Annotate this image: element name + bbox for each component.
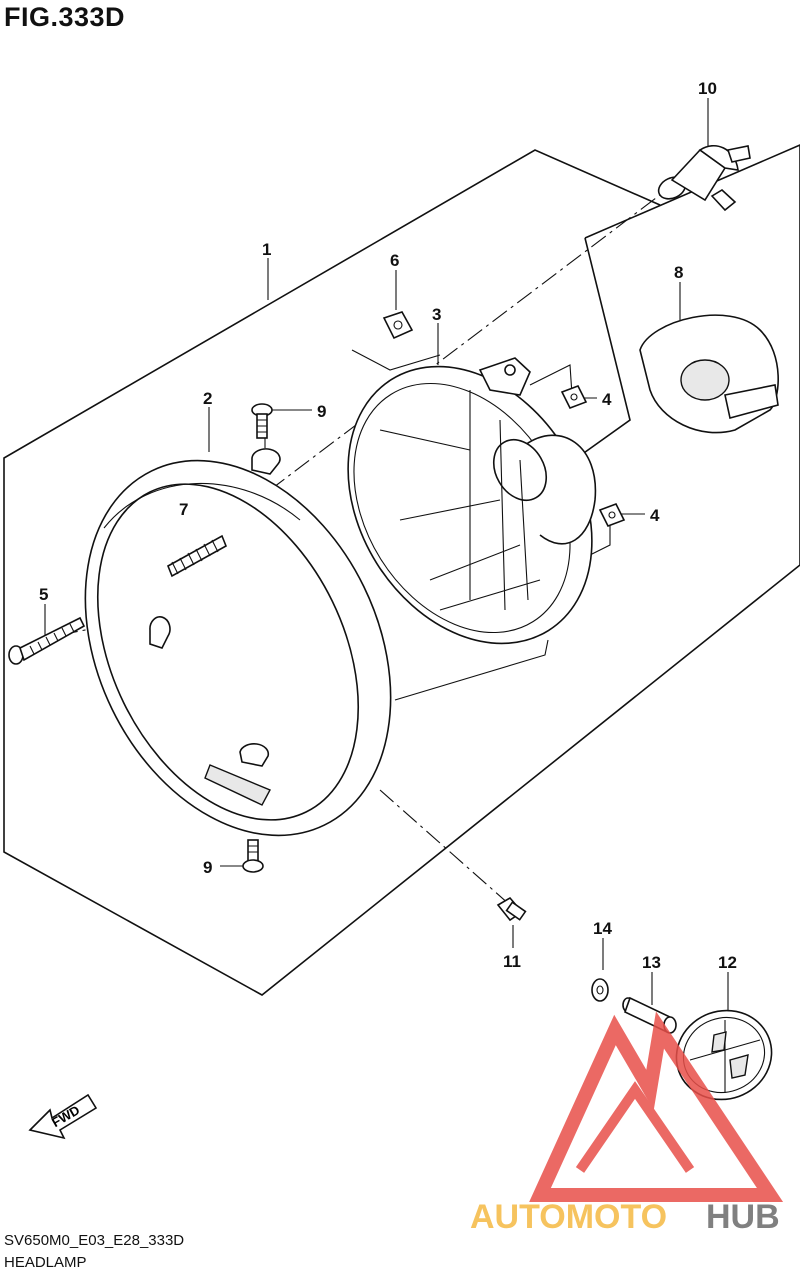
screw-upper [251,403,273,439]
figure-code: SV650M0_E03_E28_333D [4,1232,185,1249]
nut-right-lower [598,502,626,528]
callout-9-upper: 9 [317,402,326,421]
callout-5: 5 [39,585,48,604]
headlamp-rim [84,448,392,837]
figure-title: FIG.333D [4,2,126,32]
bracket-line-4a [529,364,573,396]
adjuster-bolt [496,896,527,922]
bracket-line-4b [589,525,611,556]
callout-13: 13 [642,953,661,972]
callout-7: 7 [179,500,188,519]
callout-11: 11 [503,952,521,971]
adjusting-screw-long [8,616,86,665]
callout-4-upper: 4 [602,390,612,409]
headlamp-bulb [657,145,751,212]
axis-line-bulb [269,194,661,491]
callout-3: 3 [432,305,441,324]
callout-2: 2 [203,389,212,408]
callout-8: 8 [674,263,683,282]
nut-top [382,311,414,340]
callout-14: 14 [593,919,612,938]
callout-9-lower: 9 [203,858,212,877]
pin [622,996,677,1034]
callout-12: 12 [718,953,737,972]
callout-10: 10 [698,79,717,98]
assembly-boundary [3,144,800,996]
axis-line-screw [59,614,161,636]
watermark-text-b: HUB [706,1198,780,1236]
nut-right-upper [560,384,588,410]
figure-name: HEADLAMP [4,1254,87,1271]
callout-4-lower: 4 [650,506,660,525]
axis-line-adjuster [379,789,511,906]
spring [166,534,228,578]
reflector [675,1009,773,1101]
bracket-line-rim [394,639,549,701]
assembly-boundary-inner [559,237,631,471]
headlamp-unit [347,357,597,645]
socket-cover [639,314,779,434]
bracket-line-3 [351,349,441,371]
watermark-logo: AUTOMOTO HUB [470,1011,784,1236]
callout-6: 6 [390,251,399,270]
screw-lower [242,839,264,873]
watermark-text-a: AUTOMOTO [470,1198,667,1236]
callout-1: 1 [262,240,271,259]
washer [591,978,609,1002]
forward-arrow: FWD [28,1093,98,1140]
